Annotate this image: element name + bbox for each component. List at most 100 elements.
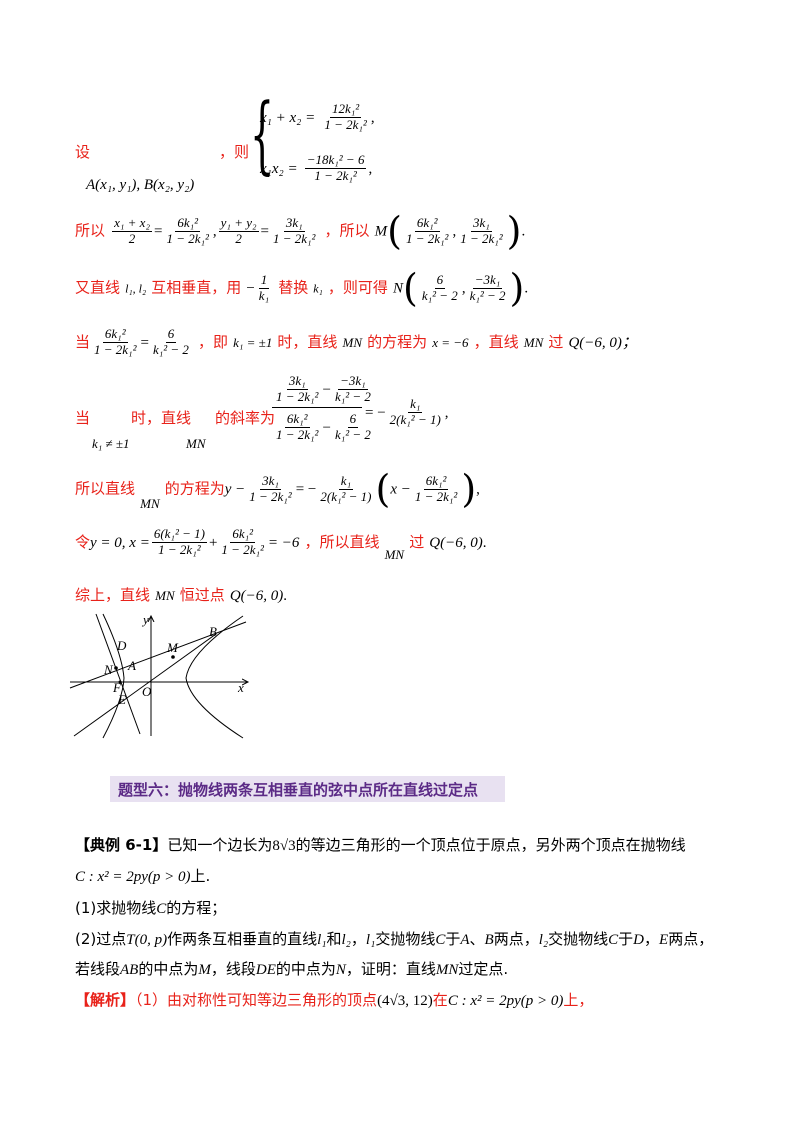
q3-c: ，线段 <box>210 960 256 978</box>
l5-a: 当 <box>75 409 91 427</box>
sys2-lhs: x₁x₂ = <box>260 160 298 177</box>
q2-curve-c: C <box>435 932 446 948</box>
example-q3: 若线段AB的中点为M，线段DE的中点为N，证明：直线MN过定点. <box>75 958 508 979</box>
l8-a: 综上，直线 <box>75 586 151 604</box>
q2-a: (2)过点 <box>75 930 127 948</box>
q2-b: 作两条互相垂直的直线 <box>167 930 318 948</box>
l5-k: k₁ ≠ ±1 <box>92 436 130 451</box>
sys1-den: 1 − 2k₁² <box>324 116 367 132</box>
l6-y: y − <box>224 481 246 498</box>
l8-b: 恒过点 <box>179 586 225 604</box>
l4-d: 的方程为 <box>367 332 428 351</box>
l8-q: Q(−6, 0) <box>229 588 284 604</box>
l4-q: Q(−6, 0)； <box>568 334 637 351</box>
l6-f3-den: 1 − 2k₁² <box>414 488 458 504</box>
l6-f1-num: 3k₁ <box>260 472 281 490</box>
example-q2: (2)过点T(0, p)作两条互相垂直的直线l₁和l₂，l₁交抛物线C于A、B两… <box>75 928 713 949</box>
l3-d: ，则可得 <box>327 278 388 297</box>
q2-e: 交抛物线 <box>375 930 436 948</box>
q2-l1: l₁ <box>317 932 327 948</box>
q2-k: ， <box>644 930 660 948</box>
l7-f2-den: 1 − 2k₁² <box>221 541 264 557</box>
example-p1-val: 8√3 <box>272 838 296 854</box>
q2-l: 两点， <box>668 930 714 948</box>
l2-f3-den: 2 <box>235 230 242 246</box>
l2-f1-den: 2 <box>128 230 136 246</box>
l2-m2-num: 3k₁ <box>471 214 492 232</box>
label-n: N <box>103 662 114 677</box>
l4-f1-den: 1 − 2k₁² <box>94 341 137 357</box>
example-p2b: 上. <box>190 867 211 885</box>
example-tag: 【典例 6-1】 <box>75 836 168 854</box>
l5-ba-den: 1 − 2k₁² <box>276 426 319 442</box>
solution-line-1: 【解析】（1）由对称性可知等边三角形的顶点(4√3, 12)在C : x² = … <box>75 989 593 1010</box>
l5-mn: MN <box>186 436 206 451</box>
l4-x: x = −6 <box>432 334 469 350</box>
l5-tb-den: k₁² − 2 <box>334 388 371 404</box>
q2-d: ， <box>350 930 366 948</box>
q2-l2b: l₂ <box>538 932 549 948</box>
l4-f2-den: k₁² − 2 <box>152 341 189 357</box>
label-a: A <box>127 658 136 673</box>
q2-j: 于 <box>618 930 634 948</box>
q2-t: T(0, p) <box>126 932 168 948</box>
example-p2-eq: C : x² = 2py(p > 0) <box>75 869 191 885</box>
l5-bb-num: 6 <box>347 411 359 428</box>
label-d: D <box>116 638 127 653</box>
q2-pt-b: B <box>484 932 494 948</box>
l8-mn: MN <box>155 588 175 603</box>
q3-ab: AB <box>120 962 139 978</box>
l4-f: 过 <box>548 332 564 351</box>
l7-c: 过 <box>409 532 425 551</box>
label-o: O <box>142 684 152 699</box>
points-ab: A(x₁, y₁), B(x₂, y₂) <box>86 177 195 193</box>
l6-a: 所以直线 <box>75 479 136 498</box>
l6-b: 的方程为 <box>164 479 225 498</box>
q3-m: M <box>198 962 211 978</box>
l6-f1-den: 1 − 2k₁² <box>249 488 292 504</box>
q3-a: 若线段 <box>75 960 121 978</box>
l7-f1: 6(k₁² − 1)1 − 2k₁² <box>151 526 207 558</box>
example-line-2: C : x² = 2py(p > 0)上. <box>75 865 210 886</box>
sol-c: 上， <box>563 991 594 1009</box>
q2-i: 交抛物线 <box>548 930 609 948</box>
l4-mn2: MN <box>523 334 544 350</box>
l4-e: ，直线 <box>473 332 519 351</box>
l3-n2-num: −3k₁ <box>472 271 503 289</box>
l2-m1-den: 1 − 2k₁² <box>405 230 449 246</box>
label-f: F <box>112 680 122 695</box>
l4-k: k₁ = ±1 <box>233 334 273 350</box>
q2-pt-e: E <box>659 932 669 948</box>
l4-c: 时，直线 <box>277 332 338 351</box>
l6-f2-den: 2(k₁² − 1) <box>320 488 372 504</box>
l3-n2-den: k₁² − 2 <box>469 287 506 303</box>
q2-curve-c2: C <box>608 932 619 948</box>
l4-f1-num: 6k₁² <box>102 326 128 343</box>
text-ze: ，则 <box>219 143 250 161</box>
right-branch <box>185 615 244 739</box>
l2-prefix: 所以 <box>75 221 106 240</box>
l3-f-num: 1 <box>258 271 270 289</box>
q1-c: C <box>156 901 167 917</box>
l7-mn: MN <box>384 546 405 562</box>
l5-res-den: 2(k₁² − 1) <box>389 411 441 427</box>
sol-a: （1）由对称性可知等边三角形的顶点 <box>135 991 378 1009</box>
l2-mid: ，所以 <box>324 221 370 240</box>
l4-f2-num: 6 <box>165 326 177 343</box>
